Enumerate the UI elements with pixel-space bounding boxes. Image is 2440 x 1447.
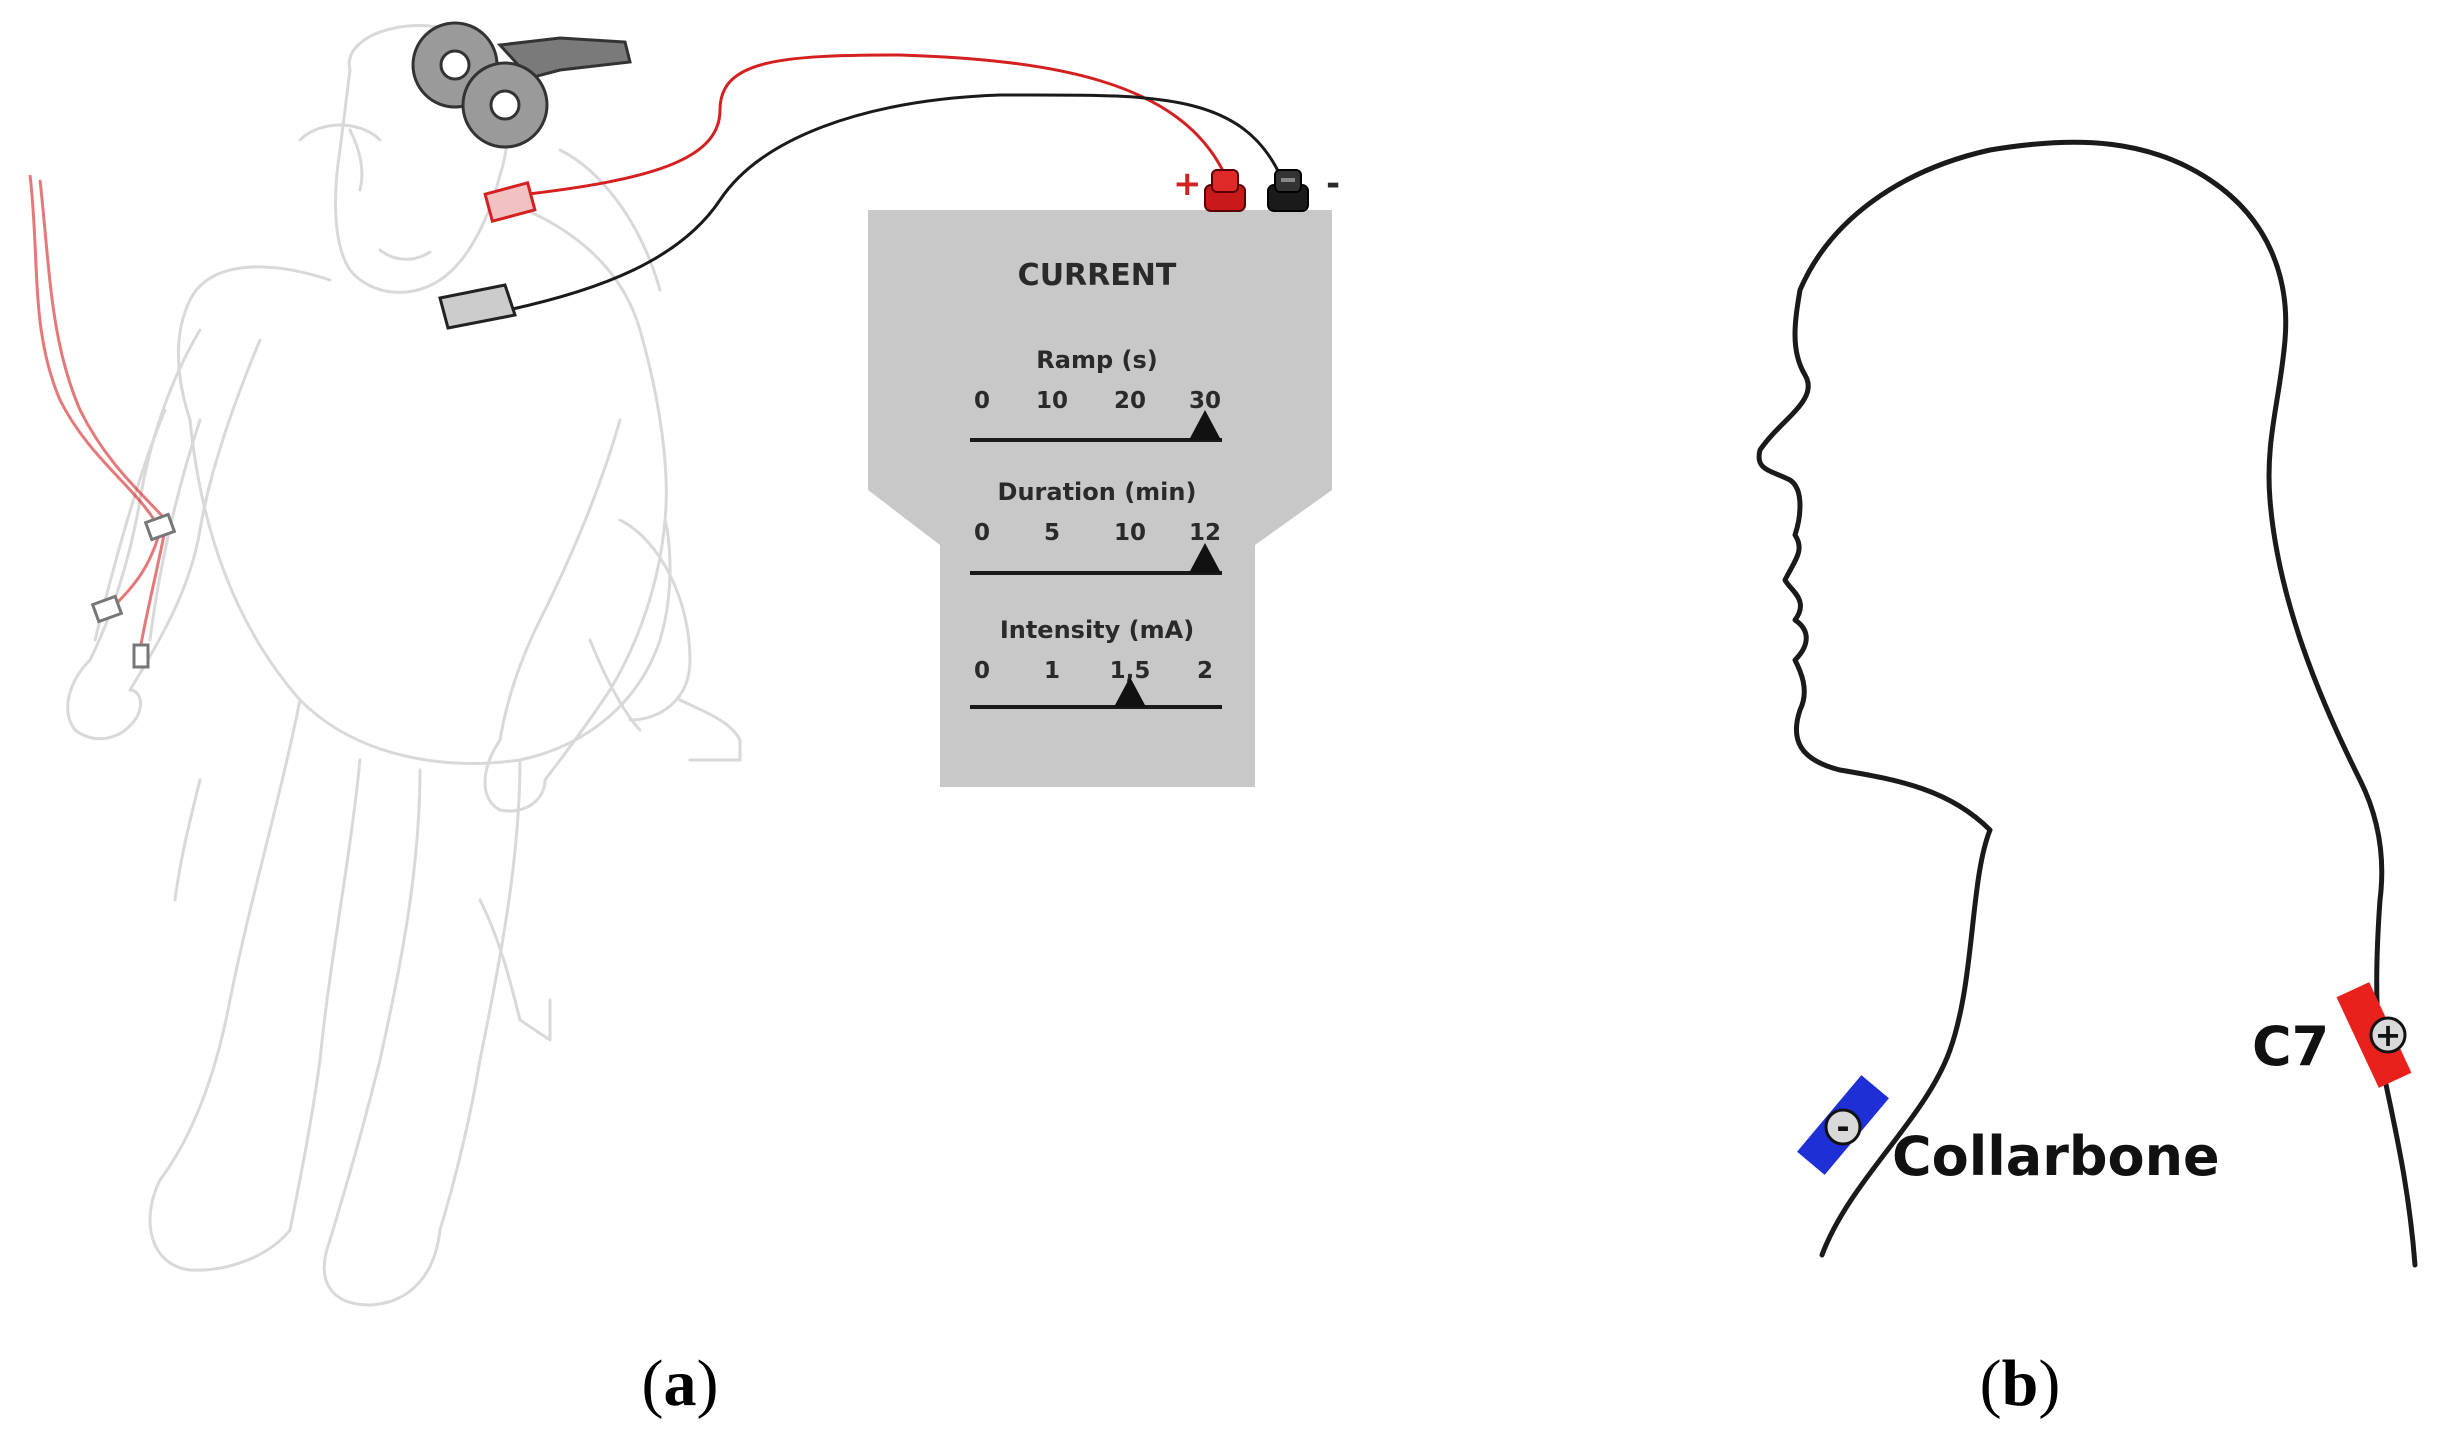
cathode-electrode: - [1797,1075,1889,1175]
device-body [868,210,1332,787]
collarbone-label: Collarbone [1892,1125,2220,1188]
slider-tick-label: 20 [1114,388,1146,414]
slider-tick-label: 0 [974,658,990,684]
seated-subject-sketch [66,24,742,1307]
positive-terminal[interactable] [1204,169,1246,212]
slider-tick-label: 1 [1044,658,1060,684]
slider-handle[interactable] [1189,410,1221,440]
head-profile-outline [1756,139,2418,1268]
slider-tick-label: 5 [1044,520,1060,546]
slider-handle[interactable] [1114,677,1146,707]
anode-symbol: + [2375,1016,2402,1054]
wrist-electrode-1 [143,512,177,542]
slider-tick-label: 12 [1189,520,1221,546]
wrist-electrode-3 [132,643,150,669]
slider-tick-label: 2 [1197,658,1213,684]
wrist-electrode-2 [90,594,124,624]
slider-tick-label: 0 [974,388,990,414]
panel-b-caption: (b) [1980,1347,2061,1420]
device-title: CURRENT [1018,258,1177,293]
slider-label: Intensity (mA) [1000,616,1194,644]
anode-electrode: + [2336,982,2412,1088]
slider-0[interactable]: Ramp (s) 0 10 20 30 [970,346,1222,442]
positive-sign: + [1173,164,1202,204]
slider-tick-label: 10 [1036,388,1068,414]
black-wire [507,93,1282,312]
wrist-recording-leads [28,174,177,669]
panel-b: + C7 - Collarbone (b) [1756,139,2418,1420]
stimulation-coil-icon [411,21,632,149]
slider-label: Ramp (s) [1036,346,1157,374]
slider-tick-label: 0 [974,520,990,546]
slider-tick-label: 30 [1189,388,1221,414]
panel-a-caption: (a) [642,1347,719,1420]
anode-pad [483,180,537,224]
negative-sign: - [1326,164,1340,204]
slider-tick-label: 10 [1114,520,1146,546]
cathode-pad [438,283,517,330]
negative-terminal[interactable] [1267,169,1309,212]
slider-1[interactable]: Duration (min) 0 5 10 12 [970,478,1222,575]
cathode-symbol: - [1836,1108,1849,1146]
slider-label: Duration (min) [998,478,1197,506]
c7-label: C7 [2252,1015,2329,1078]
red-wire [519,53,1227,197]
slider-handle[interactable] [1189,543,1221,573]
